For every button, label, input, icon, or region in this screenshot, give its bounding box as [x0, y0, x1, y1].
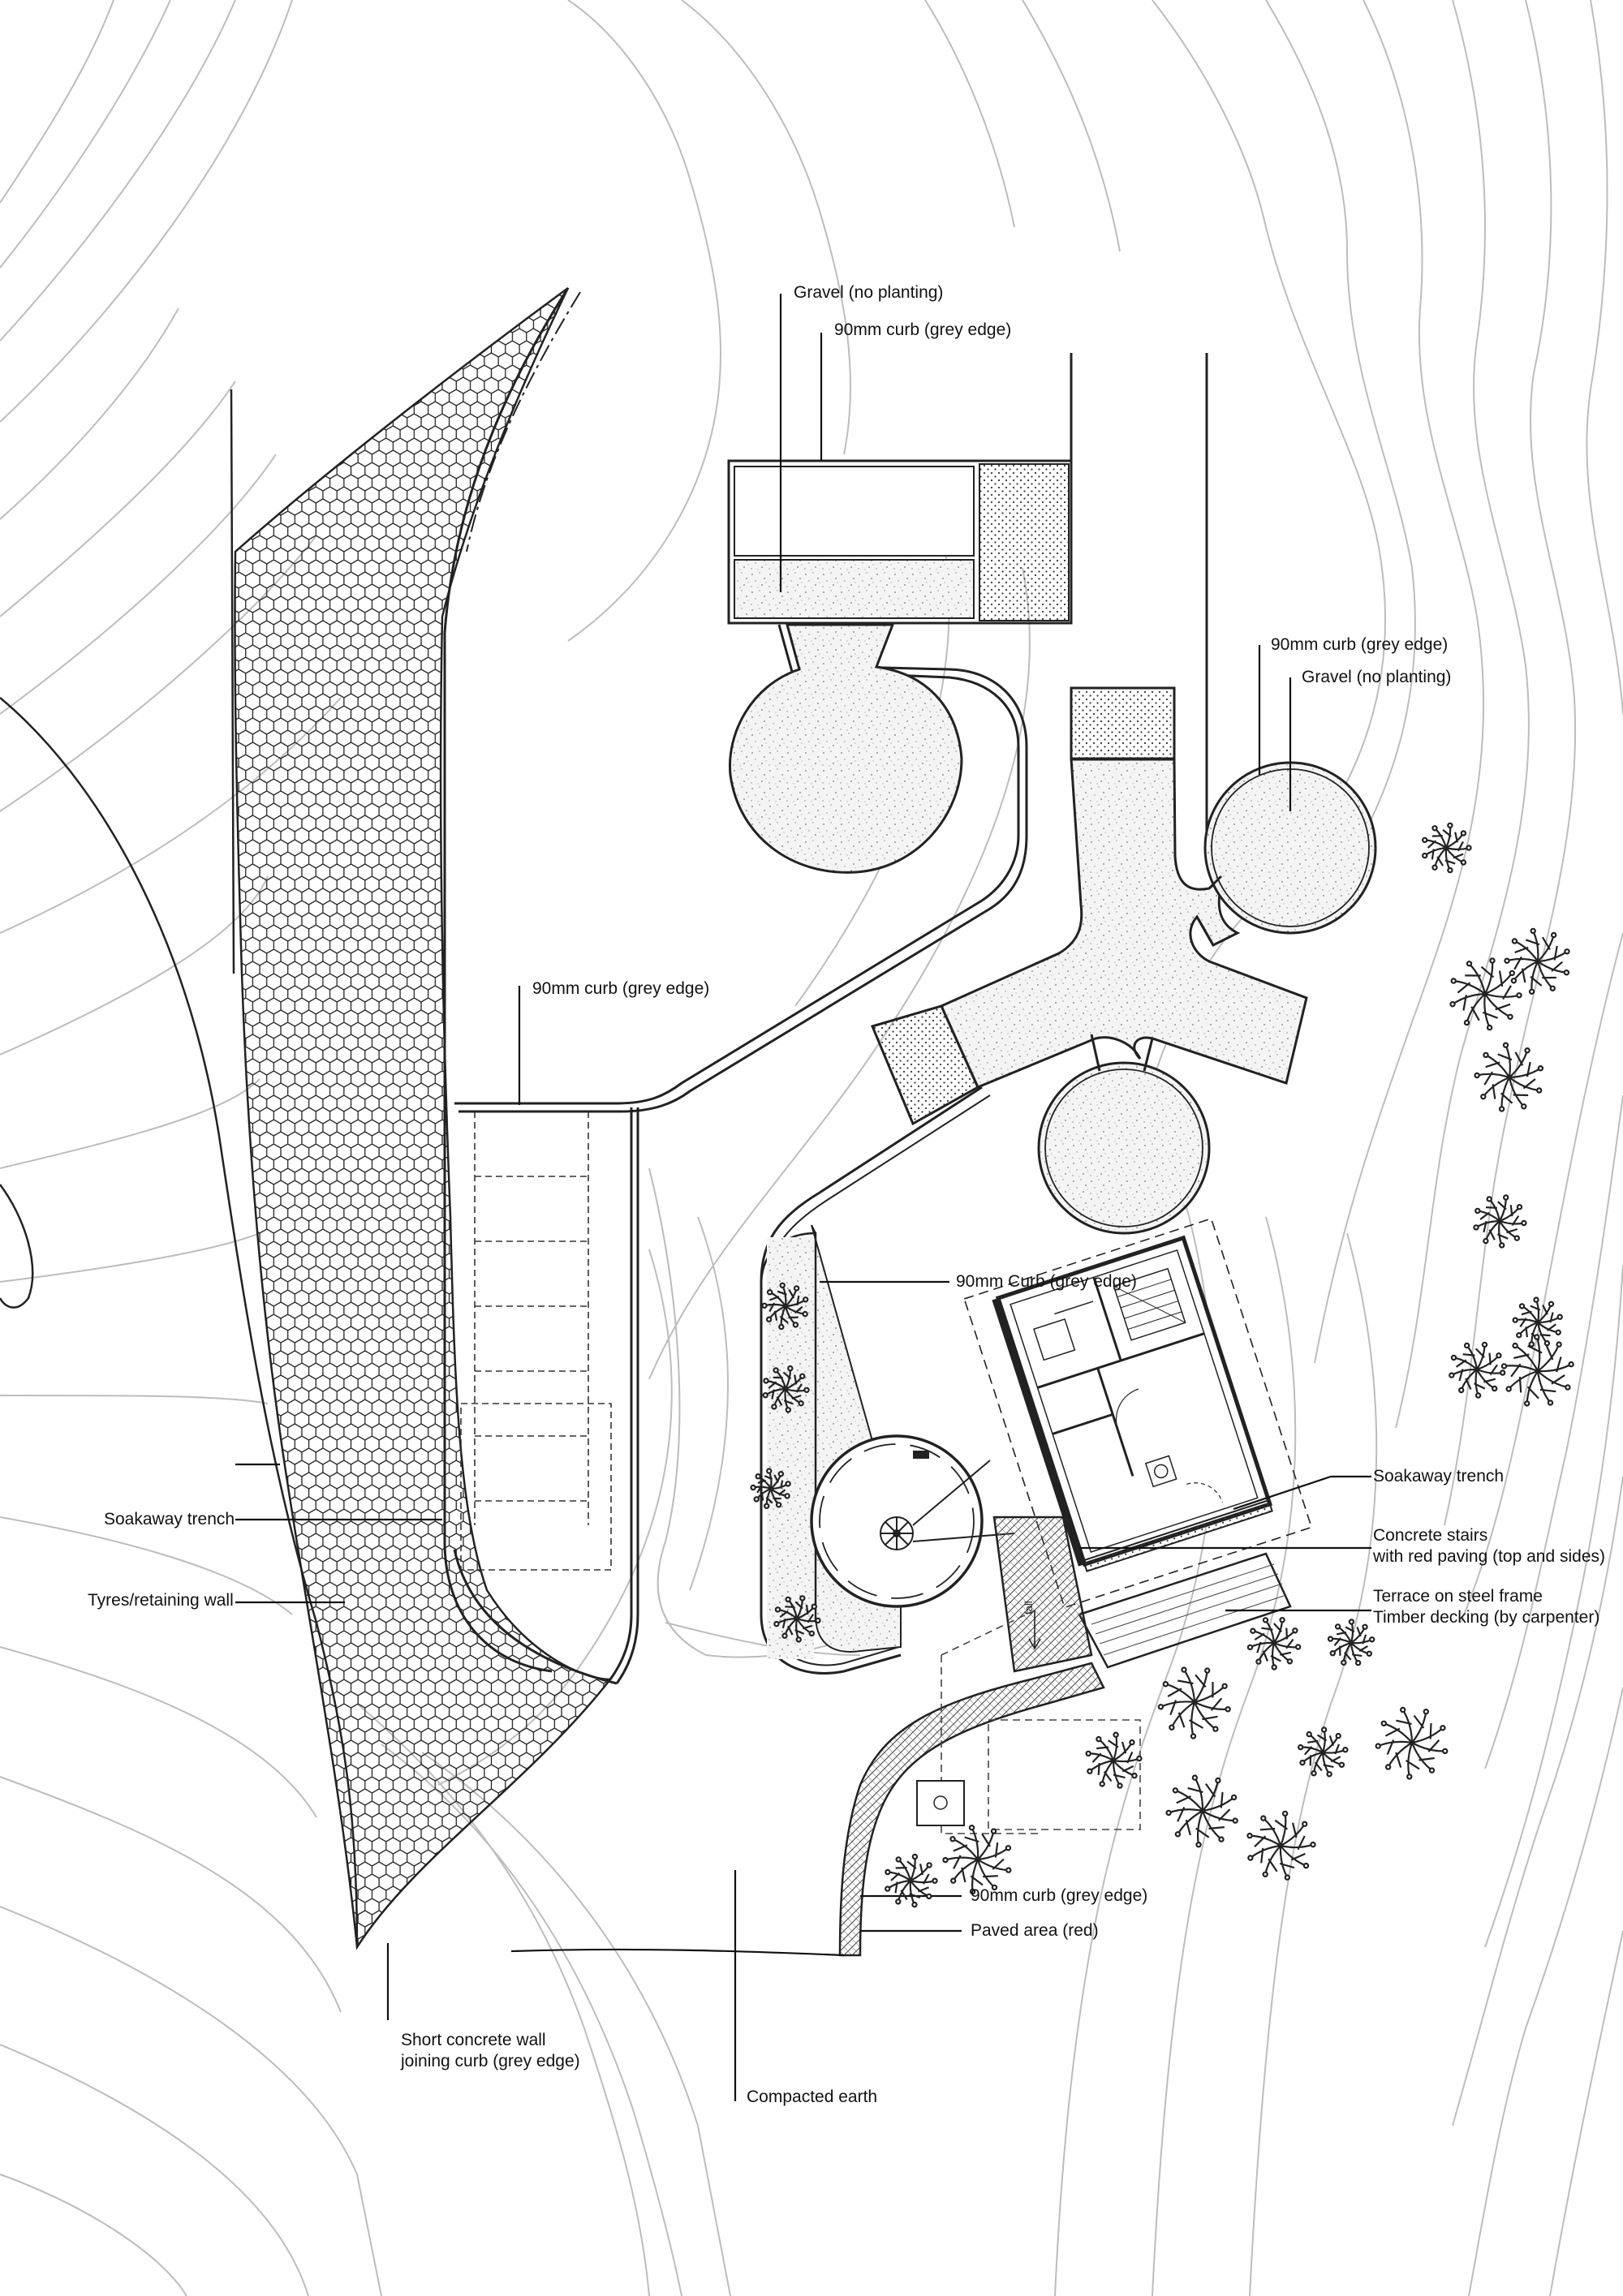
label-terrace-line2: Timber decking (by carpenter): [1373, 1608, 1600, 1627]
label-terrace-line1: Terrace on steel frame: [1373, 1587, 1543, 1606]
tree-icon: [773, 1595, 821, 1643]
label-compacted-earth: Compacted earth: [747, 2087, 878, 2106]
label-curb-parking: 90mm curb (grey edge): [532, 979, 710, 998]
tree-icon: [1085, 1731, 1143, 1789]
tree-icon: [762, 1365, 810, 1413]
label-concrete-stairs-line2: with red paving (top and sides): [1373, 1547, 1605, 1566]
soakaway-trench-south: [941, 1610, 1141, 1834]
water-tank: [810, 1434, 1015, 1608]
tree-icon: [1512, 1296, 1563, 1348]
label-curb-south: 90mm curb (grey edge): [971, 1886, 1148, 1905]
label-gravel-north: Gravel (no planting): [794, 283, 944, 302]
tree-icon: [1504, 927, 1570, 995]
concrete-stairs: [992, 1516, 1093, 1673]
tree-icon: [1297, 1726, 1349, 1778]
terrace-boards: [1091, 1563, 1287, 1656]
tree-icon: [1421, 822, 1472, 874]
label-curb-north: 90mm curb (grey edge): [834, 320, 1012, 339]
paved-path: [838, 1662, 1105, 1957]
tree-icon: [1246, 1616, 1302, 1670]
tyre-retaining-wall: [234, 286, 613, 1950]
tree-icon: [1246, 1810, 1316, 1881]
fall-label: fall: [1022, 1601, 1035, 1615]
tree-icon: [761, 1282, 809, 1331]
label-tyres: Tyres/retaining wall: [88, 1591, 234, 1610]
label-concrete-stairs: Concrete stairs with red paving (top and…: [1373, 1525, 1605, 1567]
inspection-chamber-cover: [933, 1795, 948, 1810]
leader-lines: [235, 294, 1371, 2101]
tree-icon: [1449, 957, 1522, 1031]
tree-icon: [1165, 1774, 1238, 1848]
label-soakaway-east: Soakaway trench: [1373, 1467, 1505, 1486]
label-paved-area: Paved area (red): [971, 1921, 1099, 1940]
tree-icon: [942, 1824, 1012, 1895]
label-short-wall-line1: Short concrete wall: [401, 2031, 546, 2049]
parking-stalls: [460, 1111, 612, 1571]
tree-icon: [1473, 1194, 1527, 1249]
road-curbs: [443, 287, 1028, 1685]
tyre-wall-edge-outer: [230, 389, 235, 974]
north-gravel-bed: [727, 459, 1073, 874]
label-soakaway-west: Soakaway trench: [104, 1510, 235, 1529]
inspection-chamber: [916, 1780, 965, 1826]
tree-icon: [1474, 1042, 1544, 1112]
label-curb-garden: 90mm Curb (grey edge): [956, 1272, 1137, 1291]
label-terrace: Terrace on steel frame Timber decking (b…: [1373, 1586, 1599, 1628]
west-pond-outline: [0, 1184, 34, 1309]
label-short-wall-line2: joining curb (grey edge): [401, 2052, 580, 2070]
tree-icon: [1157, 1666, 1231, 1739]
tree-icon: [884, 1853, 938, 1908]
label-gravel-east: Gravel (no planting): [1302, 668, 1452, 686]
tree-icon: [1449, 1341, 1506, 1399]
garden-gravel-strip: [767, 1237, 814, 1659]
tyre-wall-dashed-edge: [466, 291, 581, 553]
label-concrete-stairs-line1: Concrete stairs: [1373, 1526, 1488, 1545]
tree-icon: [750, 1468, 791, 1510]
label-curb-east: 90mm curb (grey edge): [1271, 635, 1449, 654]
tree-icon: [1375, 1706, 1449, 1780]
terrace-decking: [1078, 1552, 1292, 1669]
tree-icon: [1500, 1334, 1574, 1407]
drive-curb-house: [760, 1086, 983, 1675]
label-short-wall: Short concrete wall joining curb (grey e…: [401, 2030, 580, 2072]
trees: [750, 822, 1574, 1908]
tree-icon: [1327, 1619, 1375, 1666]
y-gravel-bed: [870, 686, 1377, 1235]
house-plan: [963, 1218, 1313, 1609]
fall-arrow: [1028, 1610, 1041, 1650]
